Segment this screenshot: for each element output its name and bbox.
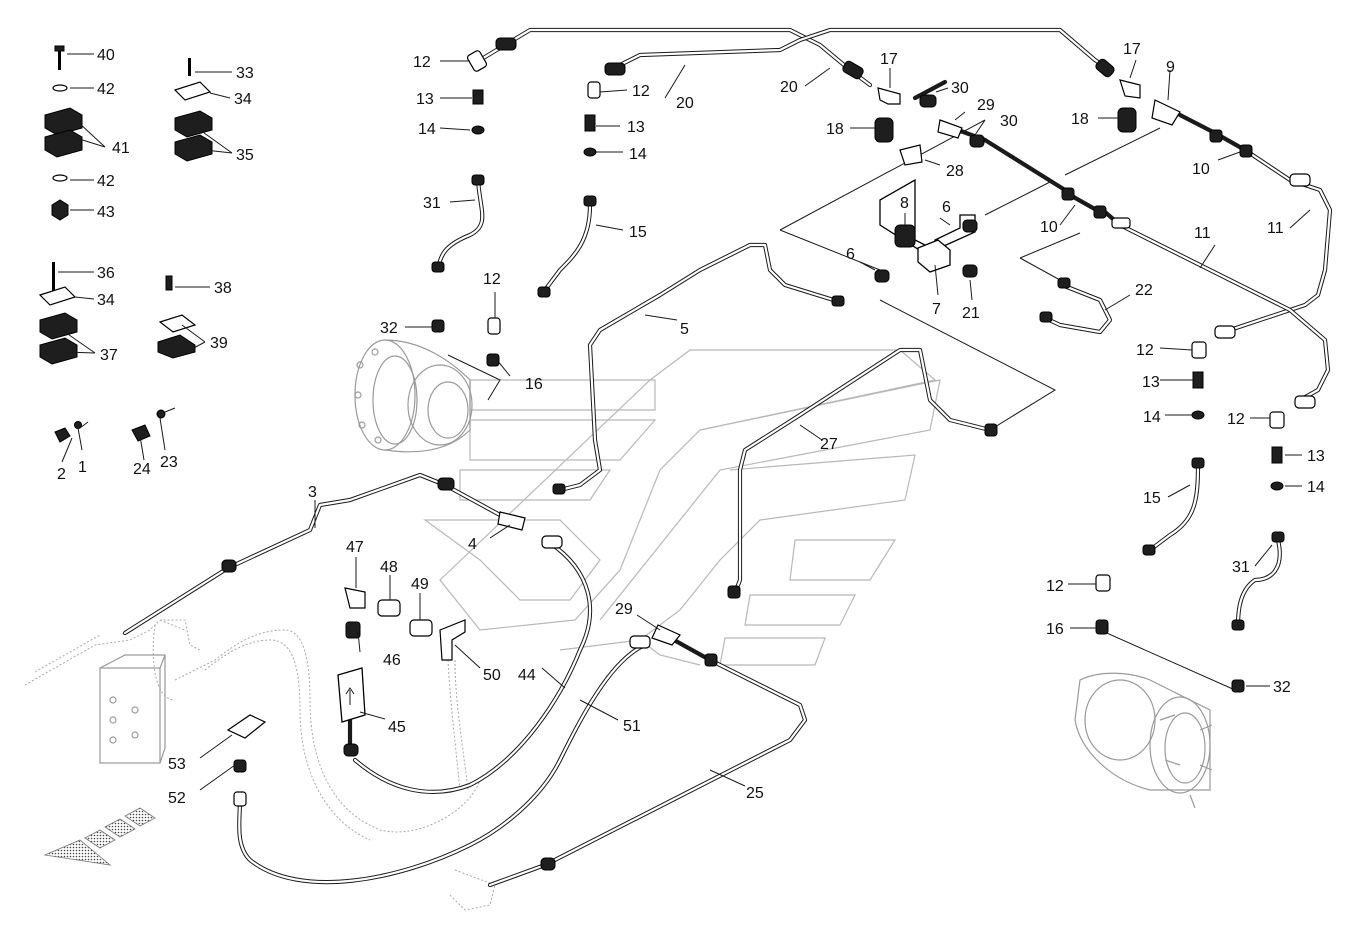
callout-32: 32 xyxy=(380,320,398,337)
callout-labels: 40 42 41 42 43 33 34 35 36 34 37 38 39 2… xyxy=(57,41,1325,807)
callout-52: 52 xyxy=(168,790,186,807)
callout-33: 33 xyxy=(236,65,254,82)
callout-12: 12 xyxy=(483,271,501,288)
callout-11: 11 xyxy=(1267,220,1284,237)
callout-14: 14 xyxy=(1307,479,1325,496)
callout-13: 13 xyxy=(627,119,645,136)
travel-direction-arrow xyxy=(43,807,156,866)
hydraulic-motor-right xyxy=(1074,672,1213,809)
callout-18: 18 xyxy=(1071,111,1089,128)
callout-29: 29 xyxy=(615,601,633,618)
callout-31: 31 xyxy=(1232,559,1250,576)
callout-22: 22 xyxy=(1135,282,1153,299)
callout-38: 38 xyxy=(214,280,232,297)
callout-14: 14 xyxy=(1143,409,1161,426)
callout-40: 40 xyxy=(97,47,115,64)
callout-28: 28 xyxy=(946,163,964,180)
callout-23: 23 xyxy=(160,454,178,471)
callout-13: 13 xyxy=(1142,374,1160,391)
callout-10: 10 xyxy=(1192,161,1210,178)
callout-35: 35 xyxy=(236,147,254,164)
callout-36: 36 xyxy=(97,265,115,282)
callout-42: 42 xyxy=(97,173,115,190)
callout-17: 17 xyxy=(1123,41,1141,58)
callout-15: 15 xyxy=(1143,490,1161,507)
callout-50: 50 xyxy=(483,667,501,684)
callout-12: 12 xyxy=(1227,411,1245,428)
callout-21: 21 xyxy=(962,305,980,322)
callout-47: 47 xyxy=(346,539,364,556)
callout-44: 44 xyxy=(518,667,536,684)
callout-42: 42 xyxy=(97,81,115,98)
callout-14: 14 xyxy=(629,146,647,163)
callout-17: 17 xyxy=(880,51,898,68)
callout-27: 27 xyxy=(820,436,838,453)
callout-6: 6 xyxy=(846,246,855,263)
callout-34: 34 xyxy=(234,91,252,108)
callout-39: 39 xyxy=(210,335,228,352)
callout-41: 41 xyxy=(112,140,130,157)
callout-4: 4 xyxy=(468,536,477,553)
callout-6: 6 xyxy=(942,199,951,216)
callout-8: 8 xyxy=(900,195,909,212)
callout-49: 49 xyxy=(411,576,429,593)
callout-51: 51 xyxy=(623,718,641,735)
callout-31: 31 xyxy=(423,195,441,212)
callout-15: 15 xyxy=(629,224,647,241)
callout-53: 53 xyxy=(168,756,186,773)
callout-25: 25 xyxy=(746,785,764,802)
component-mount-outlines xyxy=(447,119,1236,691)
callout-3: 3 xyxy=(308,484,317,501)
hydraulic-lines xyxy=(122,27,1333,888)
callout-14: 14 xyxy=(418,121,436,138)
callout-30: 30 xyxy=(1000,113,1018,130)
machine-frame-outline xyxy=(423,349,941,666)
ghost-components xyxy=(24,619,496,911)
callout-5: 5 xyxy=(680,321,689,338)
callout-18: 18 xyxy=(826,121,844,138)
callout-45: 45 xyxy=(388,719,406,736)
callout-leaders xyxy=(58,53,1311,791)
callout-9: 9 xyxy=(1166,59,1175,76)
callout-29: 29 xyxy=(977,97,995,114)
callout-13: 13 xyxy=(1307,448,1325,465)
callout-37: 37 xyxy=(100,347,118,364)
callout-16: 16 xyxy=(525,376,543,393)
callout-34: 34 xyxy=(97,292,115,309)
callout-16: 16 xyxy=(1046,621,1064,638)
callout-1: 1 xyxy=(78,459,87,476)
callout-43: 43 xyxy=(97,204,115,221)
callout-10: 10 xyxy=(1040,219,1058,236)
callout-20: 20 xyxy=(780,79,798,96)
callout-32: 32 xyxy=(1273,679,1291,696)
callout-20: 20 xyxy=(676,95,694,112)
hydraulic-motor-left xyxy=(354,339,473,453)
callout-7: 7 xyxy=(932,301,941,318)
callout-2: 2 xyxy=(57,466,66,483)
callout-30: 30 xyxy=(951,80,969,97)
callout-24: 24 xyxy=(133,461,151,478)
callout-12: 12 xyxy=(413,54,431,71)
fittings xyxy=(38,37,1316,871)
callout-12: 12 xyxy=(1136,342,1154,359)
callout-13: 13 xyxy=(416,91,434,108)
callout-46: 46 xyxy=(383,652,401,669)
callout-12: 12 xyxy=(632,83,650,100)
callout-12: 12 xyxy=(1046,578,1064,595)
callout-48: 48 xyxy=(380,559,398,576)
callout-11: 11 xyxy=(1194,225,1211,242)
